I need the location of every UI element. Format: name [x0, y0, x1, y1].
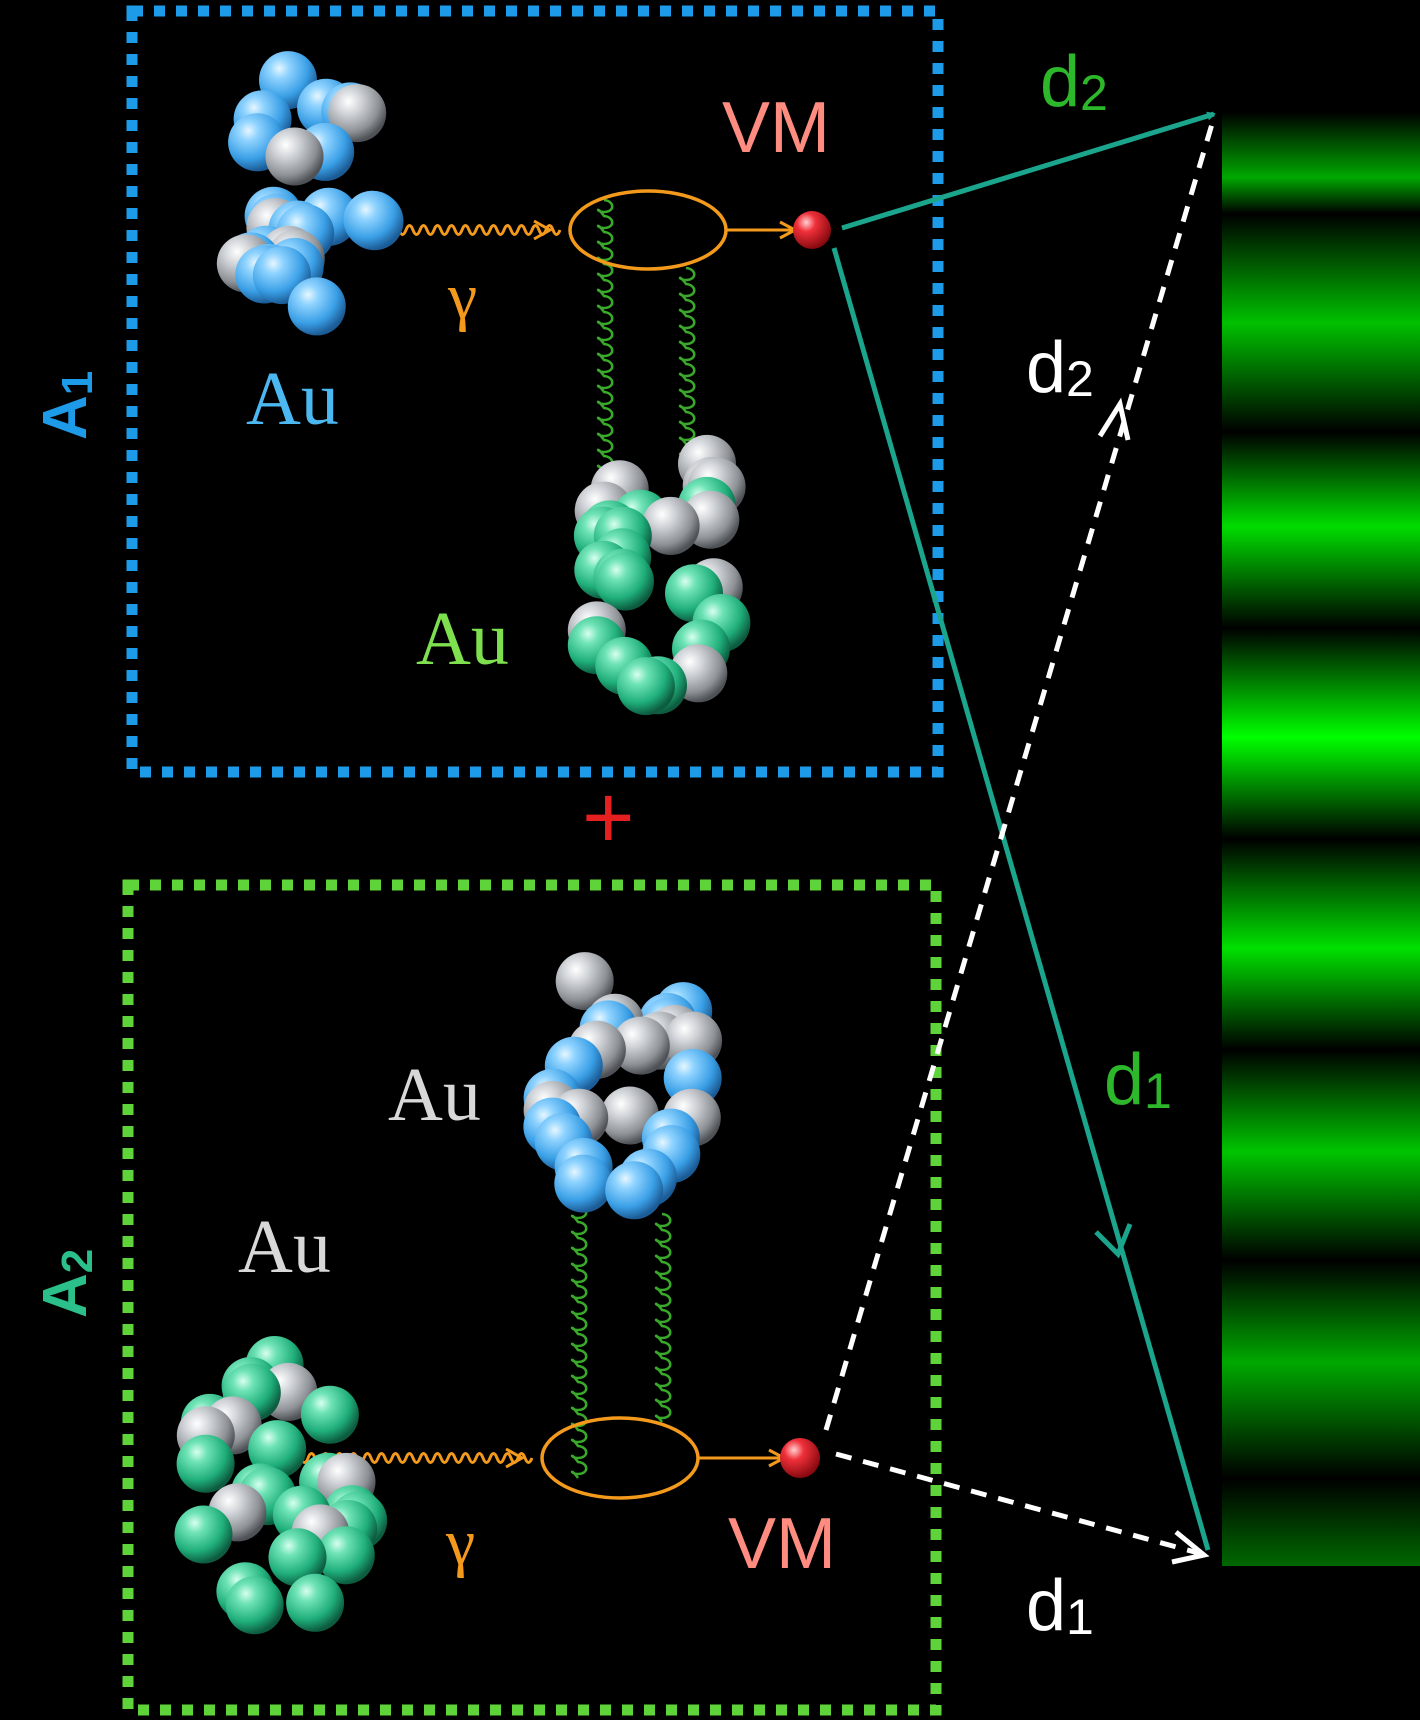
interference-screen: [1222, 112, 1420, 1566]
vm-label: VM: [728, 1504, 836, 1584]
amplitude-1-label: A1: [31, 371, 102, 440]
photon-arrowhead: [533, 219, 554, 241]
au-label: Au: [246, 357, 339, 441]
nucleon: [611, 1016, 670, 1075]
nucleon: [286, 1573, 345, 1632]
gluon-ladder-icon: [570, 198, 696, 1479]
vm-loop-1: [568, 189, 728, 271]
photon-line: [390, 224, 562, 236]
nucleon: [345, 192, 404, 251]
path-d1-arrowhead: [1094, 1223, 1133, 1259]
vm-loop-2: [540, 1416, 700, 1500]
gluon-coil: [570, 1188, 588, 1479]
au-label: Au: [238, 1205, 331, 1289]
nucleon: [176, 1434, 235, 1493]
vm-label: VM: [722, 88, 830, 168]
nucleon: [225, 1576, 284, 1635]
nucleon: [555, 952, 614, 1011]
amplitude-2-box: [122, 879, 942, 1716]
d1-label-bottom: d1: [1026, 1566, 1094, 1646]
path-d1-solid: [831, 247, 1211, 1551]
nucleon: [316, 1526, 375, 1585]
gluon-coil: [596, 198, 614, 521]
amplitude-2-label: A2: [31, 1249, 102, 1318]
gold-nucleus-icon: [567, 434, 751, 716]
d2-label-mid: d2: [1026, 328, 1094, 408]
nucleon: [265, 127, 324, 186]
path-d2-arrowhead: [1097, 397, 1131, 441]
path-d2-dashed: [823, 123, 1215, 1431]
nucleon: [174, 1505, 233, 1564]
d2-label-top: d2: [1040, 42, 1108, 122]
path-d1-dashed: [835, 1451, 1203, 1557]
photon-arrowhead: [505, 1447, 526, 1469]
au-label: Au: [416, 597, 509, 681]
gold-nucleus-icon: [523, 952, 723, 1220]
au-label: Au: [388, 1053, 481, 1137]
vector-meson-icon: [793, 211, 831, 249]
gamma-label: γ: [445, 1506, 475, 1579]
path-d1-dashed-arrowhead: [1171, 1530, 1210, 1565]
nucleon: [596, 552, 654, 611]
nucleon: [554, 1154, 613, 1213]
path-d2-solid: [841, 111, 1214, 231]
amplitude-1-box: [126, 5, 944, 778]
nucleon: [268, 1528, 327, 1587]
nucleon: [328, 84, 387, 143]
nucleon: [616, 657, 675, 716]
gamma-label: γ: [447, 260, 477, 333]
gluon-coil: [654, 1212, 672, 1423]
nucleon: [641, 496, 700, 555]
nucleon: [287, 277, 346, 336]
plus-sign: +: [582, 768, 635, 868]
d1-label-mid: d1: [1104, 1040, 1172, 1120]
gold-nucleus-icon: [174, 1336, 388, 1635]
vector-meson-icon: [780, 1438, 820, 1478]
nucleon: [605, 1161, 664, 1220]
nucleon: [300, 1385, 359, 1444]
gold-nucleus-icon: [216, 51, 404, 336]
gluon-coil: [678, 266, 696, 477]
